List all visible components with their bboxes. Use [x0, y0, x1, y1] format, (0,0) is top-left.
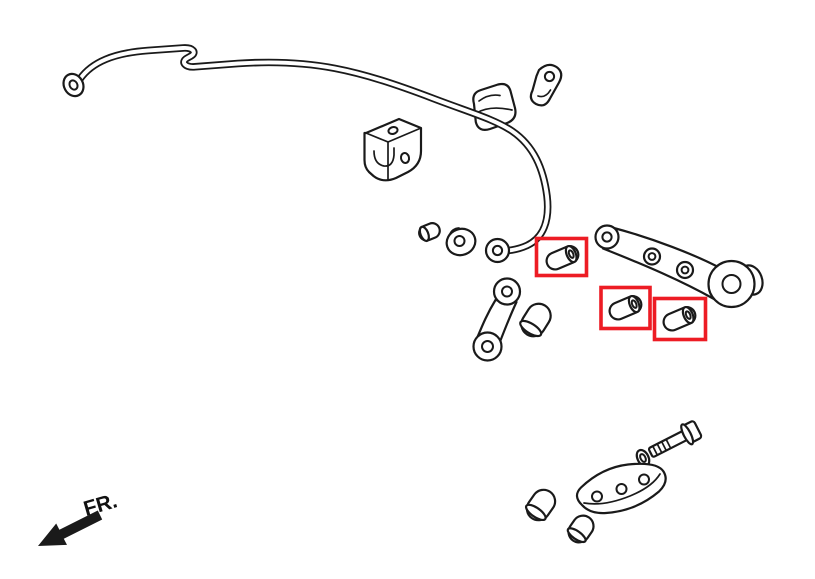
small-bushing-a-part [524, 488, 557, 522]
front-direction-arrow: FR. [38, 489, 120, 546]
retainer-clip-part [529, 63, 563, 107]
stabilizer-bar-end-eyelet [484, 237, 511, 264]
stabilizer-bar [76, 44, 552, 255]
end-link-bushing-part [519, 302, 552, 338]
highlight-box-1 [534, 236, 589, 278]
highlighted-bushing-1 [545, 244, 580, 271]
highlight-box-2 [599, 285, 652, 331]
lower-bracket-part [575, 462, 667, 515]
arrow-icon [38, 510, 103, 546]
highlighted-bushing-3 [662, 305, 697, 332]
highlight-box-3 [652, 296, 708, 342]
small-bushing-b-part [566, 514, 595, 544]
stabilizer-bar-left-eyelet [62, 72, 85, 98]
sleeve-spacer-part [418, 222, 441, 243]
fr-label: FR. [81, 489, 120, 520]
control-arm-part [594, 224, 764, 309]
flange-bolt-part [647, 420, 703, 458]
grommet-bushing-part [445, 227, 477, 257]
end-link-part [472, 277, 522, 362]
highlighted-bushing-2 [608, 294, 643, 321]
clamp-bracket-part [363, 117, 423, 182]
